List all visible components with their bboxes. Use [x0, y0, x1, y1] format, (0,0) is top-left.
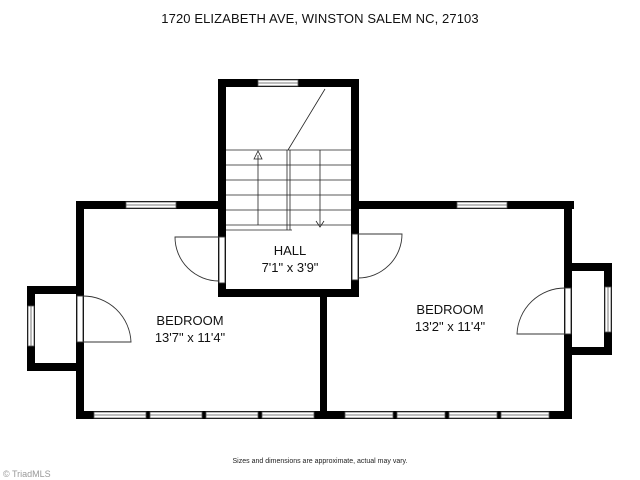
- stairs: [226, 88, 351, 231]
- room-name: BEDROOM: [156, 313, 224, 328]
- room-name: HALL: [273, 243, 307, 258]
- room-name: BEDROOM: [416, 302, 484, 317]
- room-hall: HALL 7'1" x 3'9": [240, 242, 340, 276]
- windows: [27, 79, 612, 419]
- doors: [76, 233, 572, 343]
- room-dimensions: 7'1" x 3'9": [261, 260, 319, 275]
- disclaimer: Sizes and dimensions are approximate, ac…: [232, 458, 408, 465]
- room-bedroom-left: BEDROOM 13'7" x 11'4": [130, 312, 250, 346]
- property-address: 1720 ELIZABETH AVE, WINSTON SALEM NC, 27…: [161, 11, 479, 26]
- room-bedroom-right: BEDROOM 13'2" x 11'4": [390, 301, 510, 335]
- room-dimensions: 13'7" x 11'4": [154, 330, 226, 345]
- room-dimensions: 13'2" x 11'4": [414, 319, 486, 334]
- copyright: © TriadMLS: [3, 469, 51, 479]
